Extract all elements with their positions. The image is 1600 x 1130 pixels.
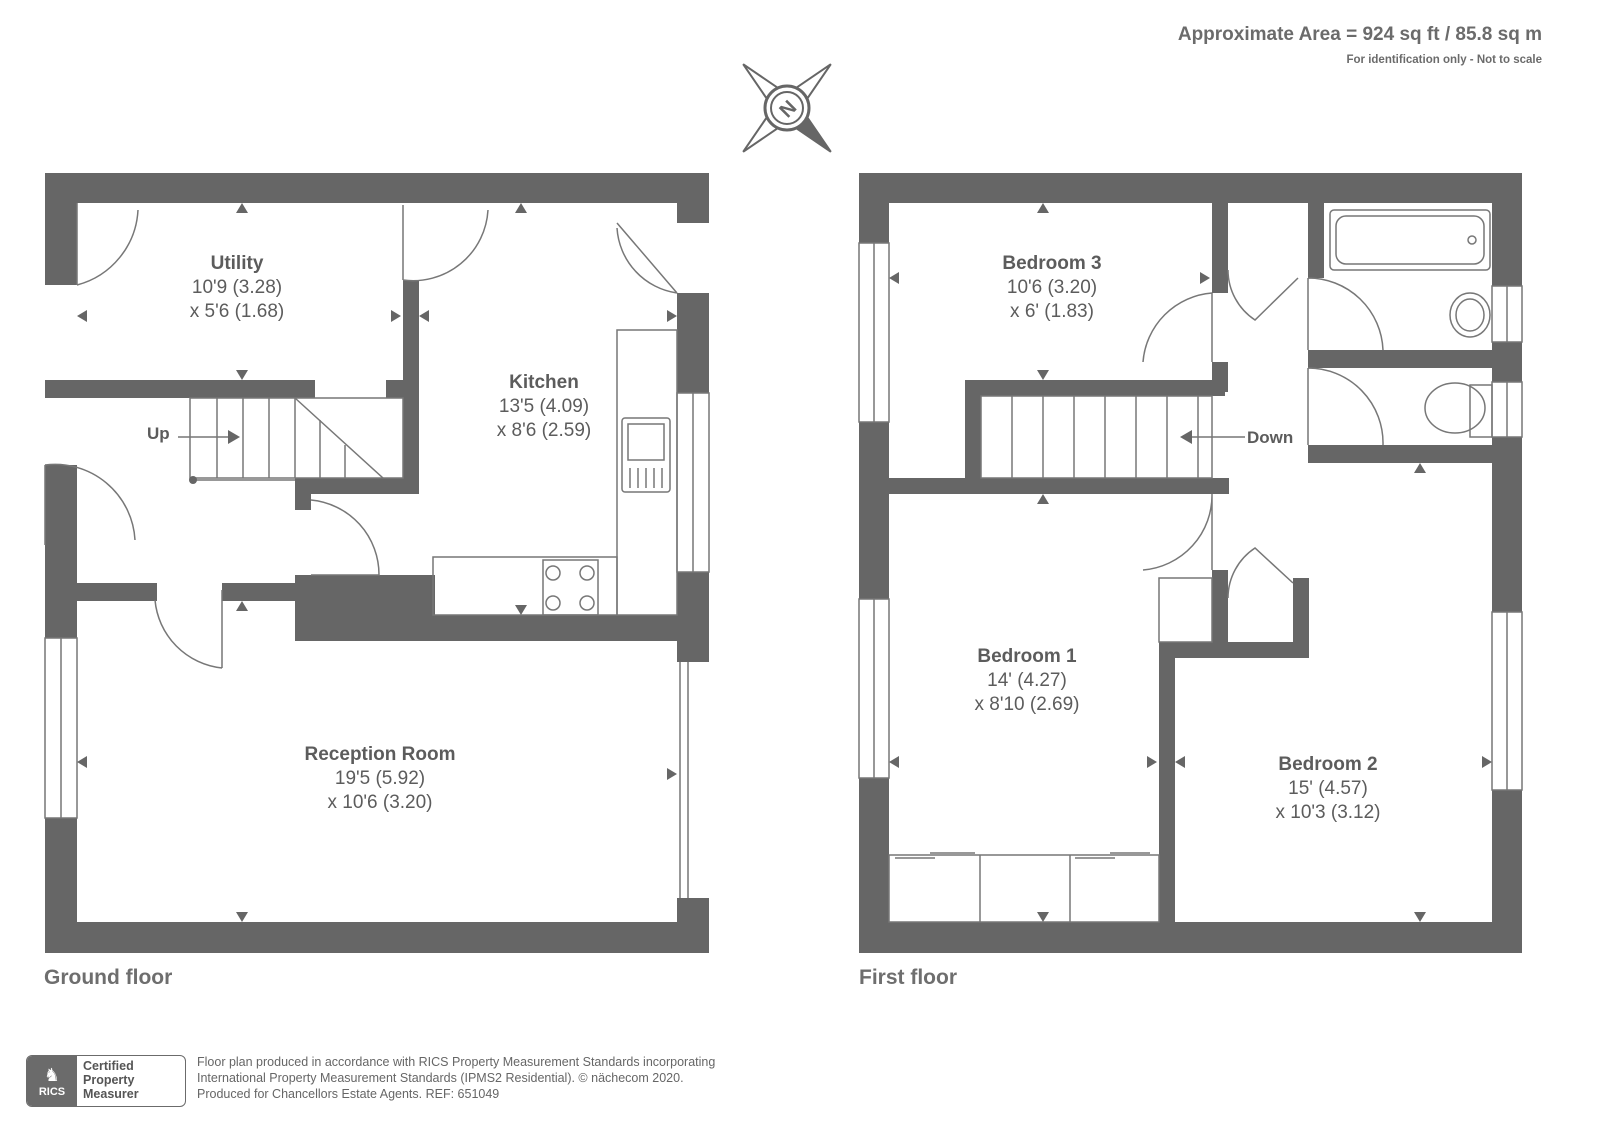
- stairs-up-label: Up: [147, 424, 170, 443]
- rics-logo-icon: ♞ RICS: [27, 1056, 77, 1106]
- room-dim2: x 5'6 (1.68): [189, 301, 285, 322]
- room-kitchen: Kitchen 13'5 (4.09) x 8'6 (2.59): [474, 371, 614, 443]
- room-name: Utility: [210, 253, 264, 274]
- ground-floor-title: Ground floor: [44, 966, 173, 989]
- footer-line-1: Floor plan produced in accordance with R…: [197, 1055, 716, 1069]
- room-name: Bedroom 2: [1278, 754, 1378, 775]
- room-dim1: 13'5 (4.09): [498, 396, 590, 417]
- room-dim2: x 8'6 (2.59): [496, 420, 592, 441]
- rics-logo-text: RICS: [38, 1085, 66, 1098]
- rics-badge: ♞ RICS Certified Property Measurer: [26, 1055, 186, 1107]
- first-floor-walls: [859, 173, 1522, 953]
- room-dim2: x 8'10 (2.69): [974, 694, 1080, 715]
- room-utility: Utility 10'9 (3.28) x 5'6 (1.68): [167, 252, 307, 324]
- room-dim1: 15' (4.57): [1288, 778, 1368, 799]
- room-reception: Reception Room 19'5 (5.92) x 10'6 (3.20): [290, 743, 470, 815]
- first-floor-title: First floor: [859, 966, 957, 989]
- room-name: Kitchen: [509, 372, 579, 393]
- badge-line-3: Measurer: [83, 1087, 139, 1101]
- room-dim1: 19'5 (5.92): [334, 768, 426, 789]
- room-dim2: x 6' (1.83): [1010, 301, 1094, 322]
- stairs-down-label: Down: [1247, 428, 1294, 447]
- badge-line-1: Certified: [83, 1059, 134, 1073]
- scale-note: For identification only - Not to scale: [1346, 54, 1542, 66]
- room-dim1: 10'9 (3.28): [191, 277, 283, 298]
- north-compass-icon: [742, 63, 832, 153]
- footer-disclaimer: Floor plan produced in accordance with R…: [197, 1054, 715, 1102]
- footer-line-2: International Property Measurement Stand…: [197, 1071, 684, 1085]
- room-dim1: 10'6 (3.20): [1006, 277, 1098, 298]
- ground-floor-walls: [45, 173, 709, 953]
- footer-line-3: Produced for Chancellors Estate Agents. …: [197, 1087, 500, 1101]
- approximate-area: Approximate Area = 924 sq ft / 85.8 sq m: [1177, 24, 1542, 45]
- room-dim1: 14' (4.27): [987, 670, 1067, 691]
- room-dim2: x 10'3 (3.12): [1275, 802, 1381, 823]
- room-name: Reception Room: [304, 744, 456, 765]
- room-name: Bedroom 3: [1002, 253, 1102, 274]
- room-dim2: x 10'6 (3.20): [327, 792, 433, 813]
- room-bedroom-3: Bedroom 3 10'6 (3.20) x 6' (1.83): [982, 252, 1122, 324]
- room-bedroom-1: Bedroom 1 14' (4.27) x 8'10 (2.69): [957, 645, 1097, 717]
- room-name: Bedroom 1: [977, 646, 1077, 667]
- room-bedroom-2: Bedroom 2 15' (4.57) x 10'3 (3.12): [1258, 753, 1398, 825]
- badge-line-2: Property: [83, 1073, 135, 1087]
